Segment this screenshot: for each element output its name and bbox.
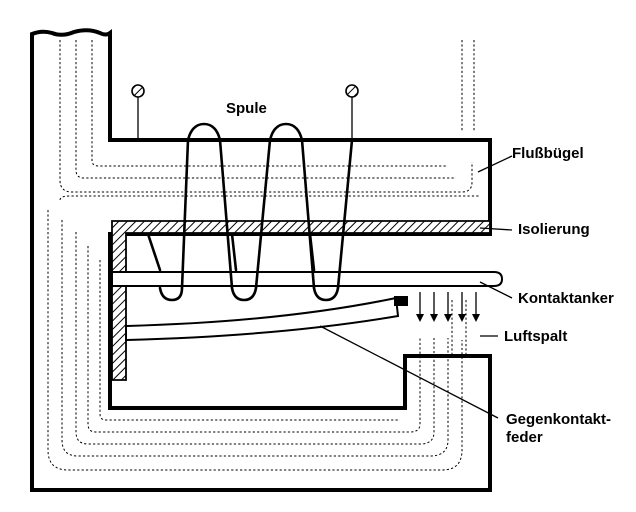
leader-lines <box>319 155 513 419</box>
flux-lines <box>47 40 480 471</box>
label-counter-spring-line2: feder <box>506 429 543 446</box>
label-air-gap: Luftspalt <box>504 328 567 345</box>
label-counter-spring-line1: Gegenkontakt- <box>506 411 611 428</box>
label-insulation: Isolierung <box>518 221 590 238</box>
contact-armature <box>111 271 504 287</box>
yoke-outline <box>30 28 492 492</box>
label-coil: Spule <box>226 100 267 117</box>
counter-contact-spring <box>125 296 400 342</box>
label-armature: Kontaktanker <box>518 290 614 307</box>
coil-windings <box>146 122 354 302</box>
insulation-strip <box>111 220 491 381</box>
label-yoke: Flußbügel <box>512 145 584 162</box>
air-gap-arrows <box>416 292 480 322</box>
spring-contact-tip <box>394 296 408 306</box>
coil-terminals <box>131 84 359 140</box>
